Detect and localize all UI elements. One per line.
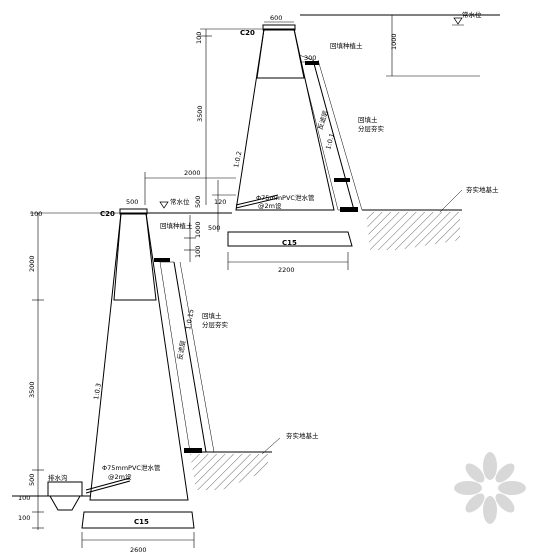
lower-drain-ditch-label: 排水沟: [48, 473, 68, 482]
upper-wall-cap: [262, 24, 296, 31]
lower-backfill-mark: [154, 258, 170, 262]
lower-foundation-soil: 夯实地基土: [286, 431, 319, 440]
lower-base-slab: [81, 511, 195, 529]
upper-ground-hatch: [366, 212, 460, 250]
lower-wall-top-stones: [113, 212, 157, 301]
lower-dim-100: 100: [194, 246, 202, 258]
lower-left-dim-1: 2000: [28, 255, 36, 272]
lower-water-level-icon: [159, 201, 169, 209]
upper-batter-back: 1:0.1: [324, 132, 336, 150]
lower-water-level: 常水位: [170, 197, 190, 206]
lower-backfill-side-1: 回填土: [202, 311, 222, 320]
upper-backfill-mark-3: [340, 207, 358, 212]
lower-dim-500: 500: [194, 196, 202, 208]
upper-step-500: 500: [208, 224, 220, 232]
upper-wall: C20 600 常水位 1000 100 300 回填种植土 3500 1:0.…: [195, 10, 500, 274]
upper-batter-front: 1:0.2: [232, 150, 243, 168]
upper-top-width: 600: [270, 14, 282, 22]
upper-backfill-mark-2: [334, 178, 350, 182]
lower-backfill-top: 回填种植土: [160, 221, 193, 230]
lower-batter-back: 1:0.15: [184, 308, 195, 330]
upper-step-width: 300: [304, 54, 316, 62]
lower-backfill-mark-2: [184, 448, 202, 453]
watermark-logo: [454, 452, 526, 524]
lower-ground-hatch: [190, 454, 268, 490]
upper-pvc-note-2: @2m设: [258, 201, 282, 210]
lower-batter-front: 1:0.3: [92, 383, 103, 401]
upper-filter-layer: [298, 54, 355, 211]
upper-base-slab: [227, 231, 353, 247]
lower-top-width: 500: [126, 198, 138, 206]
lower-drain-ditch: [47, 481, 83, 497]
lower-left-dim-0: 100: [30, 210, 42, 218]
lower-left-dim-3: 500: [28, 474, 36, 486]
lower-filter-label: 反滤层: [175, 339, 187, 360]
lower-left-dim-2: 3500: [28, 381, 36, 398]
lower-wall-cap: [119, 208, 148, 215]
upper-filter-label: 反滤层: [315, 109, 330, 131]
lower-left-dim-5: 100: [18, 514, 30, 522]
lower-grade-top: C20: [100, 210, 115, 218]
lower-dim-1000: 1000: [194, 221, 202, 238]
lower-base-grade: C15: [134, 518, 149, 526]
lower-wall-body: [89, 212, 189, 501]
upper-pvc-note-1: Φ75mmPVC泄水管: [256, 193, 315, 202]
upper-dim-120: 120: [214, 198, 226, 206]
lower-offset-2000: 2000: [184, 169, 201, 177]
upper-grade-top: C20: [240, 29, 255, 37]
upper-backfill-side-2: 分层夯实: [358, 124, 385, 133]
upper-water-level-icon: [453, 17, 463, 25]
lower-backfill-side-2: 分层夯实: [202, 320, 229, 329]
upper-cap-height: 100: [195, 32, 203, 44]
lower-pvc-note-2: @2m设: [108, 472, 132, 481]
upper-wall-height: 3500: [196, 105, 204, 122]
upper-wall-top-stones: [256, 28, 305, 79]
upper-base-width: 2200: [278, 266, 295, 274]
upper-foundation-soil: 夯实地基土: [466, 185, 499, 194]
upper-backfill-side-1: 回填土: [358, 115, 378, 124]
lower-pvc-note-1: Φ75mmPVC泄水管: [102, 463, 161, 472]
upper-base-grade: C15: [282, 239, 297, 247]
lower-left-dim-4: 100: [18, 494, 30, 502]
upper-water-depth: 1000: [390, 33, 398, 50]
lower-wall: 2000 C20 500 常水位 500 1000 100 回填种植土 100 …: [12, 169, 319, 554]
upper-backfill-top: 回填种植土: [330, 41, 363, 50]
upper-water-level: 常水位: [462, 10, 482, 19]
lower-base-width: 2600: [130, 546, 147, 554]
upper-backfill-mark: [305, 61, 319, 65]
